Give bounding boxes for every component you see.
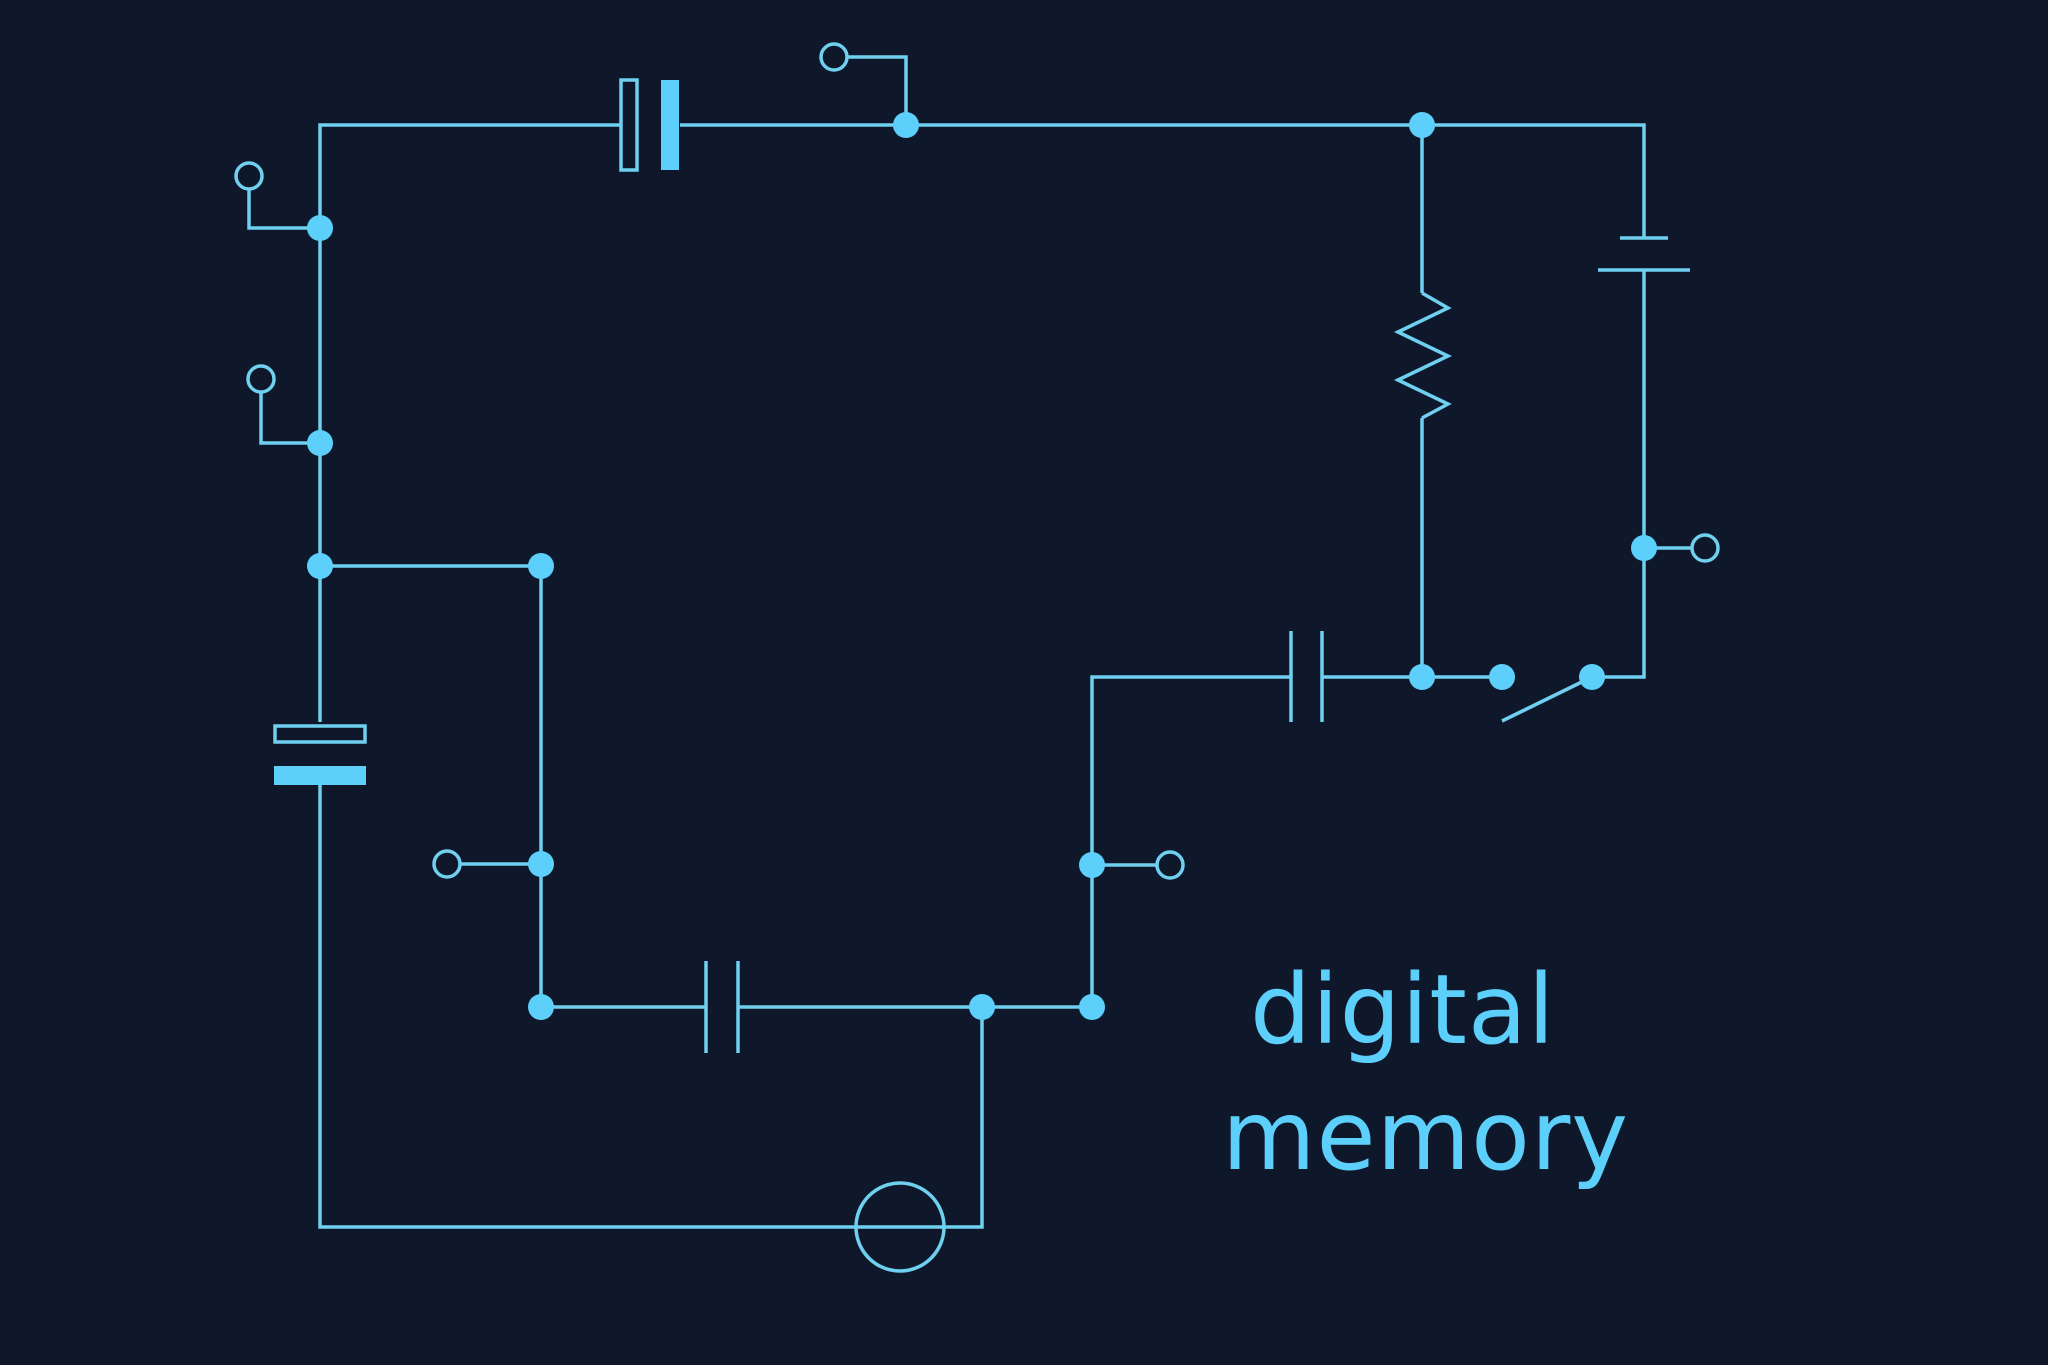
resistor-zigzag: [1393, 291, 1453, 420]
junction-node: [1079, 852, 1105, 878]
junction-node: [307, 553, 333, 579]
caption-line-2: memory: [1222, 1080, 1630, 1192]
terminal-6: [1690, 533, 1720, 563]
wire-left-top: [318, 123, 620, 722]
wire-terminal-stub-1: [247, 188, 320, 230]
junction-node: [528, 994, 554, 1020]
junction-node: [528, 851, 554, 877]
terminal-2: [246, 364, 276, 394]
junction-node: [1079, 994, 1105, 1020]
caption-line-1: digital: [1250, 954, 1556, 1066]
junction-node: [528, 553, 554, 579]
switch-lever: [1501, 675, 1593, 723]
polarized-capacitor-top-plate-solid: [661, 80, 679, 170]
junction-node: [1409, 664, 1435, 690]
polarized-capacitor-left-plate-outline: [273, 724, 367, 744]
terminal-4: [432, 849, 462, 879]
polarized-capacitor-top-plate-outline: [619, 78, 639, 172]
terminal-5: [1155, 850, 1185, 880]
wire-right-branch: [982, 675, 1291, 1009]
wire-inner-left: [320, 564, 706, 1009]
switch-contact-right: [1579, 664, 1605, 690]
junction-node: [307, 430, 333, 456]
wire-bottom-loop: [318, 785, 984, 1229]
terminal-3: [819, 42, 849, 72]
terminal-1: [234, 161, 264, 191]
junction-node: [1409, 112, 1435, 138]
wire-battery-leg: [1592, 270, 1646, 679]
ac-source-circle: [854, 1181, 946, 1273]
polarized-capacitor-left-plate-solid: [274, 766, 366, 785]
junction-node: [969, 994, 995, 1020]
wire-top-right: [1422, 123, 1646, 238]
wire-terminal-stub-2: [259, 392, 320, 445]
wire-terminal-stub-3: [846, 55, 908, 125]
junction-node: [893, 112, 919, 138]
junction-node: [1631, 535, 1657, 561]
junction-node: [307, 215, 333, 241]
switch-contact-left: [1489, 664, 1515, 690]
